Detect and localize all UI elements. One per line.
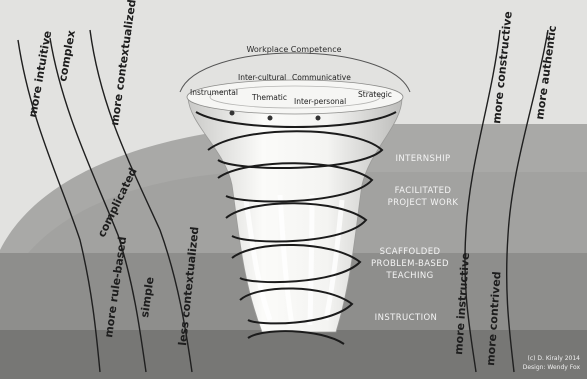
competence-strategic: Strategic [358,90,392,99]
level-scaffolded-3: TEACHING [385,271,433,281]
marker-thematic [268,116,273,121]
competence-thematic: Thematic [251,93,287,102]
marker-inter-personal [316,116,321,121]
workplace-competence-title: Workplace Competence [246,45,341,54]
competence-instrumental: Instrumental [190,88,238,97]
credit-line-2: Design: Wendy Fox [523,364,581,371]
competence-communicative: Communicative [292,73,351,82]
competence-inter-personal: Inter-personal [294,97,346,106]
level-internship: INTERNSHIP [395,154,450,164]
level-scaffolded-1: SCAFFOLDED [380,247,441,257]
competence-inter-cultural: Inter-cultural [238,73,286,82]
level-scaffolded-2: PROBLEM-BASED [371,259,449,269]
marker-instrumental [230,111,235,116]
level-instruction: INSTRUCTION [375,313,438,323]
credit-line-1: (c) D. Kiraly 2014 [528,355,581,362]
twist-streak-3 [310,195,312,325]
level-facilitated-1: FACILITATED [395,186,452,196]
level-facilitated-2: PROJECT WORK [388,198,459,208]
